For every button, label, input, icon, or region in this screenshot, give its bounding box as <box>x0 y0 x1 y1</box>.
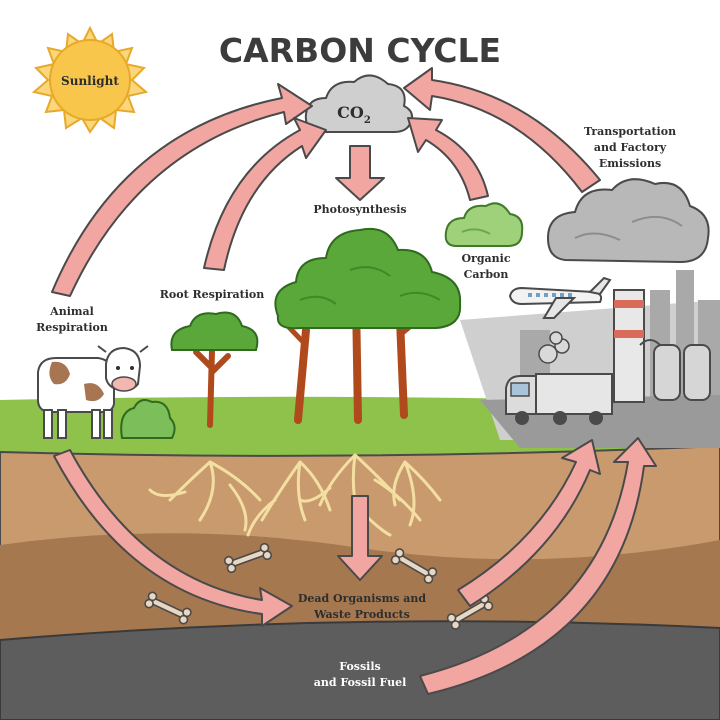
diagram-title: CARBON CYCLE <box>219 31 501 70</box>
roots-icon <box>148 453 442 537</box>
label-dead-line2: Waste Products <box>313 608 410 621</box>
label-animal-line1: Animal <box>49 305 94 318</box>
sun-icon <box>31 25 149 134</box>
truck-icon <box>505 373 613 425</box>
label-fossils-line2: and Fossil Fuel <box>314 676 407 689</box>
arrow-animal-to-dead <box>53 449 293 627</box>
arrow-animal-to-co2 <box>51 83 313 297</box>
arrow-fossils-to-factory <box>419 437 657 695</box>
bone-icon <box>144 542 494 630</box>
cycle-arrows <box>51 67 657 695</box>
label-dead-line1: Dead Organisms and <box>298 592 427 605</box>
tree-icon <box>170 228 462 428</box>
label-organic-line1: Organic <box>461 252 510 265</box>
label-animal-line2: Respiration <box>36 321 108 334</box>
label-fossils-line1: Fossils <box>339 660 380 673</box>
shrub-icon <box>120 399 176 439</box>
airplane-icon <box>508 276 612 319</box>
label-sunlight: Sunlight <box>61 74 119 88</box>
label-transport-line3: Emissions <box>599 157 661 170</box>
label-photosynthesis: Photosynthesis <box>313 203 406 216</box>
organic-carbon-cloud-icon <box>444 202 524 247</box>
arrow-root-to-co2 <box>203 117 327 271</box>
arrow-dead-to-transport <box>457 439 601 607</box>
ground-layers <box>0 396 720 720</box>
factory-icon <box>613 289 711 403</box>
exhaust-puffs <box>538 331 570 364</box>
label-co2: CO2 <box>337 103 371 126</box>
smoke-cloud-icon <box>546 178 710 264</box>
label-organic-line2: Carbon <box>464 268 509 281</box>
arrow-transport-to-co2 <box>403 67 601 193</box>
arrow-co2-to-trees <box>335 145 385 201</box>
label-root-respiration: Root Respiration <box>160 288 264 301</box>
cow-icon <box>37 345 149 439</box>
label-transport-line2: and Factory <box>594 141 667 154</box>
arrow-roots-to-dead <box>337 495 383 581</box>
arrow-organic-to-co2 <box>407 117 489 201</box>
label-transport-line1: Transportation <box>584 125 676 138</box>
